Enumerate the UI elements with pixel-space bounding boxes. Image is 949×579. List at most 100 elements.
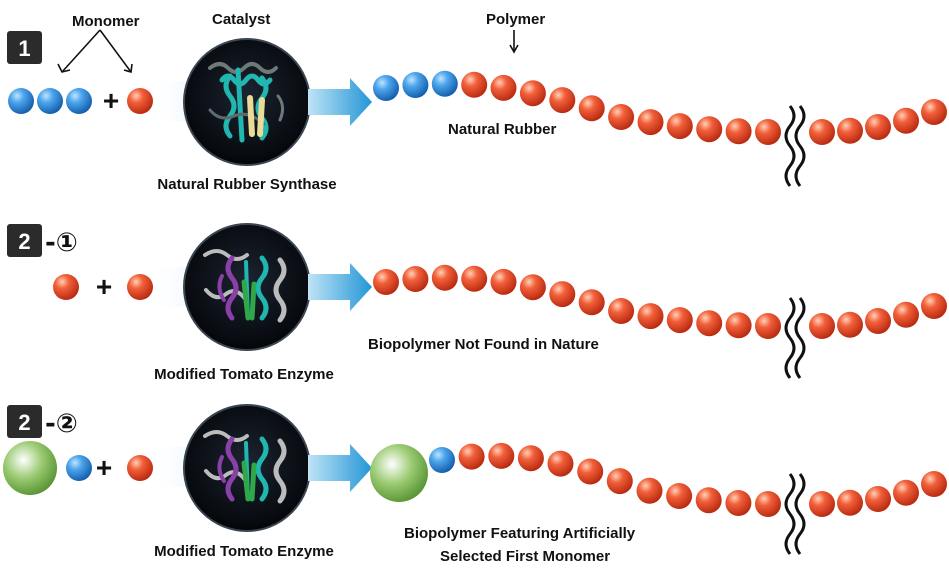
red-monomer: [578, 289, 605, 316]
chain-break-icon: [784, 473, 806, 555]
catalyst-enzyme: [183, 223, 311, 351]
step-number: 2: [18, 410, 30, 435]
red-monomer: [755, 313, 781, 339]
red-monomer: [666, 483, 693, 509]
blue-monomer: [8, 88, 34, 114]
initiator-monomer: [3, 441, 57, 495]
reaction-arrow: [308, 78, 372, 126]
substep-label: -②: [45, 409, 78, 439]
plus-sign: +: [96, 452, 112, 483]
red-monomer: [517, 445, 544, 472]
plus-sign: +: [96, 271, 112, 302]
red-monomer: [431, 264, 458, 291]
row-3: 2 -② +: [3, 404, 947, 565]
red-monomer: [755, 119, 781, 145]
chain-break-icon: [784, 105, 806, 187]
red-monomer: [837, 311, 863, 338]
red-monomer: [519, 80, 546, 107]
blue-monomer: [402, 72, 429, 98]
blue-monomer: [66, 88, 92, 114]
red-monomer: [578, 95, 605, 122]
blue-monomer: [37, 88, 63, 114]
red-monomer: [725, 490, 752, 516]
red-monomer: [127, 88, 153, 114]
red-monomer: [458, 443, 485, 470]
red-monomer: [893, 479, 919, 506]
product-label-line-2: Selected First Monomer: [440, 548, 610, 565]
red-monomer: [519, 274, 546, 301]
blue-monomer: [373, 75, 399, 101]
red-monomer: [921, 99, 947, 125]
red-monomer: [461, 71, 488, 98]
product-label: Biopolymer Not Found in Nature: [368, 336, 599, 353]
red-monomer: [725, 118, 752, 145]
polymer-chain: [373, 70, 947, 145]
step-number: 1: [18, 36, 30, 61]
red-monomer: [921, 471, 947, 497]
substep-label: -①: [45, 228, 78, 258]
monomer-pointer-arrows: [57, 29, 133, 74]
red-monomer: [725, 312, 752, 339]
catalyst-enzyme: [183, 404, 311, 532]
blue-monomer: [431, 70, 458, 97]
blue-monomer: [66, 455, 92, 481]
red-monomer: [865, 308, 891, 334]
red-monomer: [373, 269, 399, 295]
catalyst-caption: Modified Tomato Enzyme: [154, 543, 334, 560]
step-badge: 2: [7, 224, 42, 257]
step-badge: 2: [7, 405, 42, 438]
catalyst-enzyme: [183, 38, 311, 166]
initiator-monomer: [370, 444, 428, 502]
red-monomer: [755, 491, 781, 517]
red-monomer: [402, 266, 429, 292]
polymer-pointer-arrow: [509, 30, 519, 54]
step-number: 2: [18, 229, 30, 254]
red-monomer: [809, 313, 835, 339]
red-monomer: [608, 104, 635, 130]
reaction-arrow: [308, 263, 372, 311]
red-monomer: [53, 274, 79, 300]
polymer-chain: [373, 264, 947, 339]
blue-monomer: [429, 447, 455, 473]
chain-break-icon: [784, 297, 806, 379]
red-monomer: [637, 303, 664, 330]
red-monomer: [696, 310, 723, 337]
red-monomer: [865, 114, 891, 140]
red-monomer: [549, 281, 576, 308]
red-monomer: [127, 455, 153, 481]
red-monomer: [127, 274, 153, 300]
red-monomer: [547, 450, 574, 477]
red-monomer: [490, 268, 517, 295]
red-monomer: [577, 458, 604, 485]
red-monomer: [608, 298, 635, 324]
red-monomer: [666, 307, 693, 334]
red-monomer: [461, 265, 488, 292]
polymer-chain: [429, 442, 947, 517]
red-monomer: [488, 442, 515, 469]
red-monomer: [666, 113, 693, 140]
red-monomer: [636, 477, 663, 504]
step-badge: 1: [7, 31, 42, 64]
monomers: +: [53, 271, 153, 302]
red-monomer: [809, 119, 835, 145]
product-label: Natural Rubber: [448, 121, 557, 138]
row-1: 1 +: [7, 31, 947, 193]
red-monomer: [893, 107, 919, 134]
catalyst-caption: Natural Rubber Synthase: [157, 176, 336, 193]
monomers: +: [3, 441, 153, 495]
red-monomer: [893, 301, 919, 328]
red-monomer: [837, 117, 863, 144]
monomer-label: Monomer: [72, 13, 140, 30]
red-monomer: [695, 487, 722, 514]
red-monomer: [606, 468, 633, 495]
red-monomer: [809, 491, 835, 517]
catalyst-caption: Modified Tomato Enzyme: [154, 366, 334, 383]
red-monomer: [865, 486, 891, 512]
reaction-arrow: [308, 444, 372, 492]
red-monomer: [921, 293, 947, 319]
catalyst-label: Catalyst: [212, 11, 270, 28]
red-monomer: [549, 87, 576, 114]
red-monomer: [637, 109, 664, 136]
polymer-label: Polymer: [486, 11, 545, 28]
